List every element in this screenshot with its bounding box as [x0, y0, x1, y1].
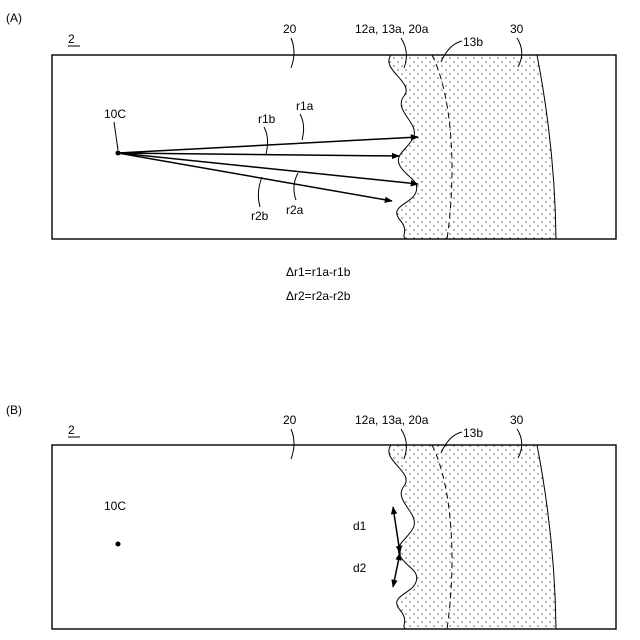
panel-a-ref-numeral: 2	[68, 32, 75, 46]
leader-10c	[114, 122, 118, 150]
label-r1b: r1b	[258, 112, 276, 126]
panel-b: (B) 2 10C d1 d2 20 12a, 13a, 20a 13b 30	[6, 403, 616, 629]
leader-r1b	[264, 127, 268, 154]
panel-b-label: (B)	[6, 403, 22, 417]
label-10c: 10C	[104, 499, 126, 513]
equation-delta-r1: Δr1=r1a-r1b	[286, 265, 351, 279]
leader-r1a	[300, 114, 304, 140]
panel-b-ref-numeral: 2	[68, 423, 75, 437]
center-point-10c	[116, 542, 121, 547]
label-20: 20	[283, 413, 297, 427]
panel-a-label: (A)	[6, 11, 22, 25]
leader-20	[291, 38, 294, 68]
label-r2a: r2a	[286, 203, 304, 217]
label-30: 30	[510, 22, 524, 36]
arrow-d1	[393, 507, 400, 553]
dotted-region	[389, 445, 556, 629]
label-interface: 12a, 13a, 20a	[355, 22, 429, 36]
arrow-r1b	[118, 153, 399, 156]
leader-r2b	[258, 177, 262, 207]
dotted-region	[389, 55, 556, 239]
label-13b: 13b	[463, 35, 483, 49]
label-d1: d1	[353, 519, 367, 533]
label-10c: 10C	[104, 107, 126, 121]
panel-a: (A) 2 10C r1a r1b r2a r2b 20 12a, 13	[6, 11, 616, 303]
label-r2b: r2b	[251, 209, 269, 223]
label-20: 20	[283, 22, 297, 36]
label-interface: 12a, 13a, 20a	[355, 413, 429, 427]
label-30: 30	[510, 413, 524, 427]
leader-20	[291, 429, 294, 459]
label-d2: d2	[353, 561, 367, 575]
equation-delta-r2: Δr2=r2a-r2b	[286, 289, 351, 303]
leader-r2a	[294, 173, 298, 200]
label-13b: 13b	[463, 426, 483, 440]
label-r1a: r1a	[296, 99, 314, 113]
arrow-d2	[393, 553, 400, 587]
